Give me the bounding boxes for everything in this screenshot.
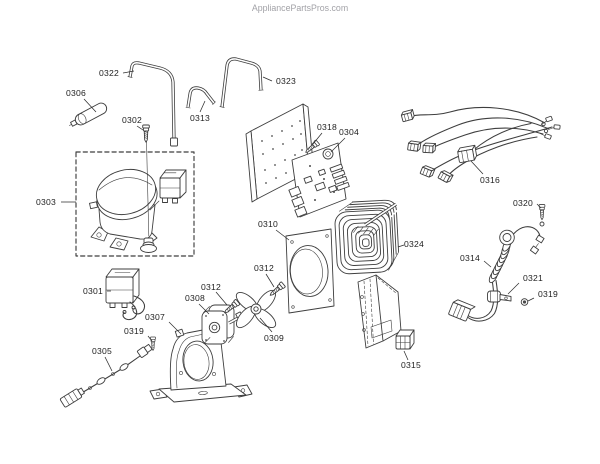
callout-0310: 0310 bbox=[258, 219, 278, 229]
callout-0319-right: 0319 bbox=[538, 289, 558, 299]
harness-main-connector bbox=[457, 144, 478, 163]
callout-0303: 0303 bbox=[36, 197, 56, 207]
callout-0315: 0315 bbox=[401, 360, 421, 370]
motor-bracket bbox=[149, 328, 253, 403]
condenser-coil bbox=[334, 199, 400, 275]
callout-0321: 0321 bbox=[523, 273, 543, 283]
relay-0301 bbox=[105, 268, 146, 321]
compressor-boundary-box bbox=[75, 151, 195, 257]
fan-blade bbox=[235, 289, 277, 329]
screw-0320 bbox=[538, 204, 546, 227]
tube-0323 bbox=[219, 57, 264, 108]
callout-0314: 0314 bbox=[460, 253, 480, 263]
sensor-cable bbox=[59, 343, 153, 408]
callout-0323: 0323 bbox=[276, 76, 296, 86]
filter-drier bbox=[69, 102, 108, 127]
callout-0322: 0322 bbox=[99, 68, 119, 78]
callout-0313: 0313 bbox=[190, 113, 210, 123]
callout-0318: 0318 bbox=[317, 122, 337, 132]
screw-0302 bbox=[142, 124, 150, 237]
compressor-relay bbox=[149, 169, 187, 211]
watermark: AppliancePartsPros.com bbox=[252, 3, 348, 13]
defrost-heater bbox=[448, 226, 545, 322]
callout-0301: 0301 bbox=[83, 286, 103, 296]
screw-0319-right bbox=[520, 298, 529, 306]
fan-shroud bbox=[285, 228, 335, 314]
callout-0316: 0316 bbox=[480, 175, 500, 185]
callout-0304: 0304 bbox=[339, 127, 359, 137]
callout-0320: 0320 bbox=[513, 198, 533, 208]
compressor-grommet bbox=[140, 237, 157, 253]
callout-0308: 0308 bbox=[185, 293, 205, 303]
compressor-assembly bbox=[89, 169, 158, 253]
clamp-0321 bbox=[487, 290, 512, 303]
callout-0307: 0307 bbox=[145, 312, 165, 322]
callout-0305: 0305 bbox=[92, 346, 112, 356]
heater-coil bbox=[488, 229, 515, 284]
callout-0319-left: 0319 bbox=[124, 326, 144, 336]
callout-0309: 0309 bbox=[264, 333, 284, 343]
heater-connector bbox=[448, 299, 476, 322]
tube-0322 bbox=[127, 61, 178, 147]
callout-0312-upper: 0312 bbox=[254, 263, 274, 273]
screw-0312-upper bbox=[267, 281, 286, 299]
control-board bbox=[288, 142, 350, 218]
support-bracket bbox=[357, 274, 402, 349]
connector-0315 bbox=[395, 329, 415, 350]
wire-harness bbox=[400, 106, 561, 185]
callout-0302: 0302 bbox=[122, 115, 142, 125]
callout-0324: 0324 bbox=[404, 239, 424, 249]
tube-0313 bbox=[185, 86, 216, 109]
callout-0312-lower: 0312 bbox=[201, 282, 221, 292]
leader-lines bbox=[61, 70, 542, 372]
callout-0306: 0306 bbox=[66, 88, 86, 98]
